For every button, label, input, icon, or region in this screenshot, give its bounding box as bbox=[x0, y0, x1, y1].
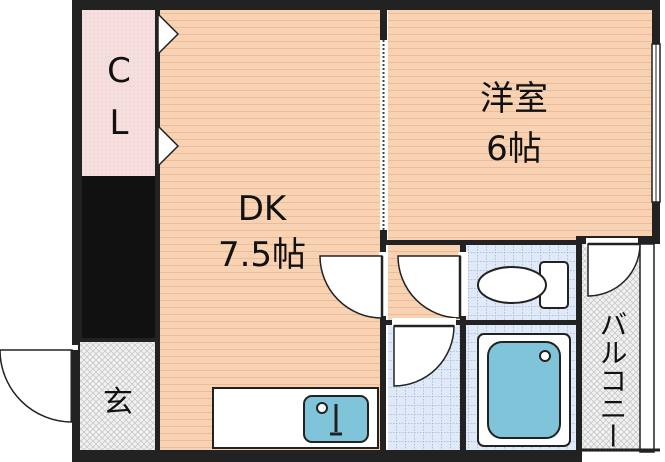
western-room-label: 洋室 bbox=[480, 79, 548, 119]
window-icon bbox=[651, 43, 661, 203]
kitchen-sink-icon bbox=[303, 395, 369, 443]
dk-floor bbox=[158, 10, 384, 452]
closet-door-icon bbox=[157, 12, 180, 168]
closet-label: L bbox=[110, 103, 129, 143]
entrance-floor bbox=[80, 340, 158, 452]
sliding-door-icon bbox=[380, 40, 387, 230]
entrance-door-icon bbox=[0, 345, 78, 423]
balcony-label: バルコニー bbox=[596, 310, 629, 450]
western-room-floor bbox=[388, 10, 654, 240]
storage-block bbox=[80, 176, 158, 340]
bathtub-icon bbox=[477, 333, 571, 447]
entrance-label: 玄 bbox=[103, 385, 133, 420]
balcony-rail bbox=[582, 243, 660, 453]
dk-label: DK bbox=[238, 189, 288, 229]
swing-door-icon bbox=[319, 252, 388, 319]
dk-size-label: 7.5帖 bbox=[218, 235, 306, 275]
closet-floor bbox=[80, 10, 158, 176]
toilet-icon bbox=[477, 261, 569, 309]
swing-door-icon bbox=[392, 318, 456, 387]
closet-label: C bbox=[107, 51, 131, 91]
swing-door-icon bbox=[397, 252, 468, 319]
western-room-size-label: 6帖 bbox=[486, 129, 542, 169]
swing-door-icon bbox=[586, 238, 641, 297]
